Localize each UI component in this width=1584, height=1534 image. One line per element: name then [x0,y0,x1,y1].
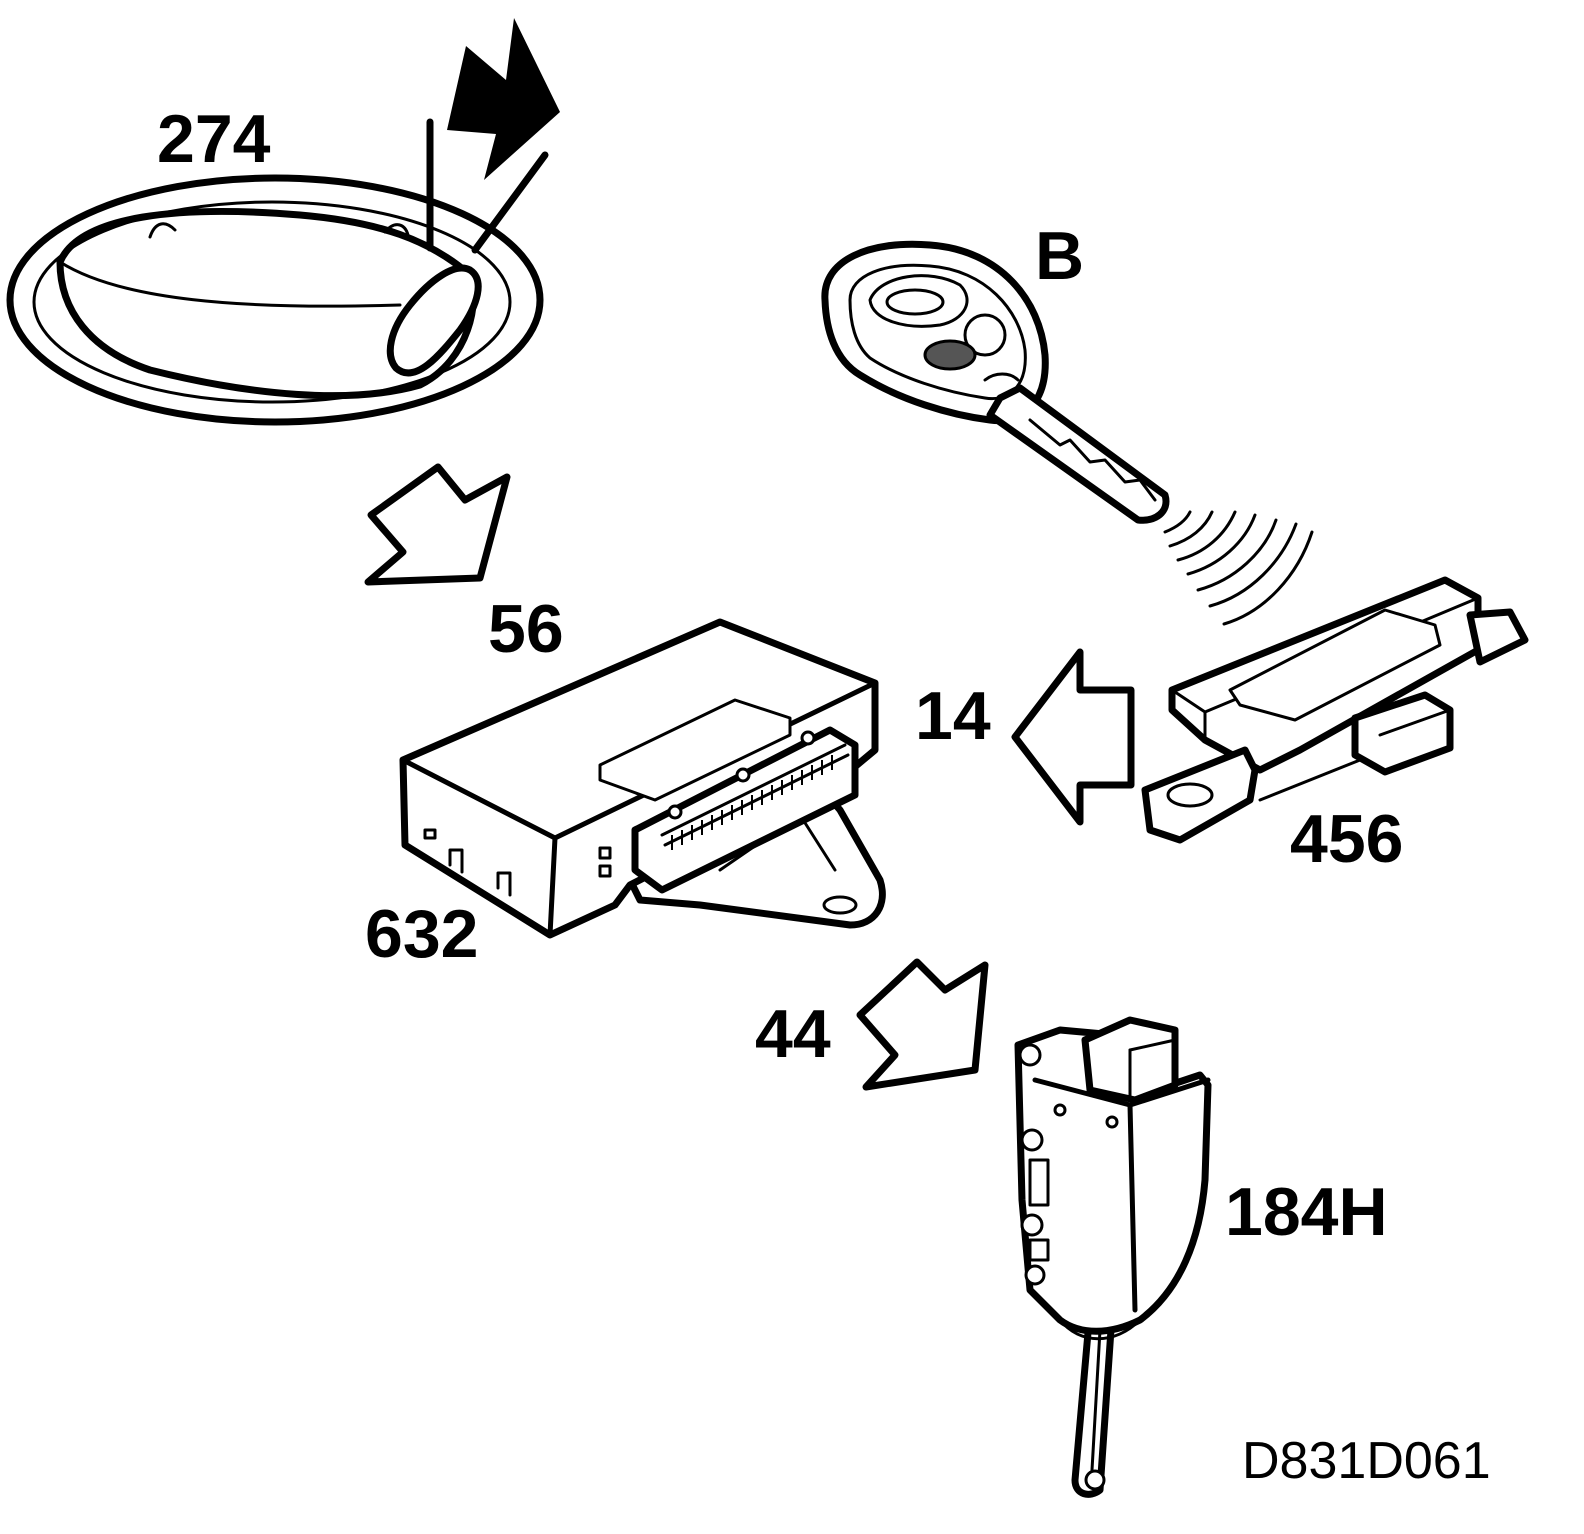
ignition-switch [6,118,549,426]
label-56: 56 [488,591,564,667]
label-184h: 184H [1225,1174,1388,1250]
label-b: B [1035,218,1085,294]
control-unit [399,618,886,939]
label-44: 44 [755,996,831,1072]
lock-actuator [1014,1016,1212,1498]
radio-wave-icon [1163,510,1314,626]
label-274: 274 [157,101,271,177]
hollow-arrow-icon [1011,648,1135,826]
receiver-module [1141,576,1529,844]
label-632: 632 [365,896,479,972]
figure-code: D831D061 [1242,1432,1491,1490]
solid-arrow-icon [447,18,560,180]
label-14: 14 [915,678,991,754]
remote-key [821,240,1170,524]
label-456: 456 [1290,801,1404,877]
hollow-arrow-icon [856,958,989,1091]
hollow-arrow-icon [364,463,511,586]
